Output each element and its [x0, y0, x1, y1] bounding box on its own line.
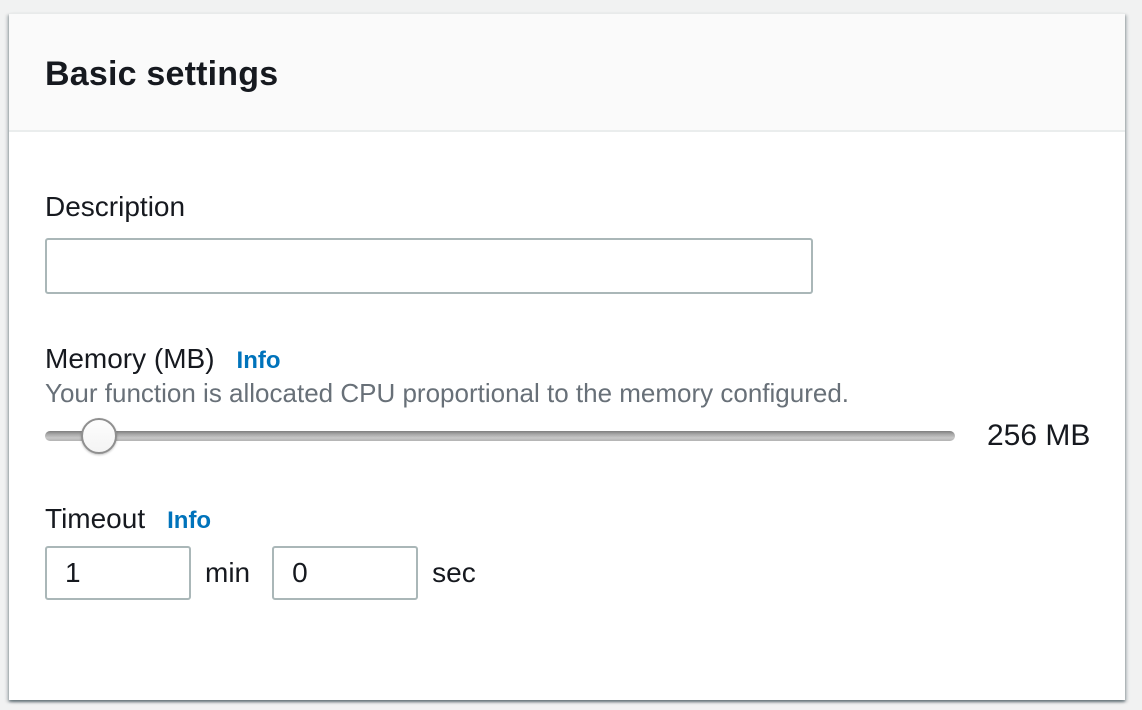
- memory-slider-track[interactable]: [45, 431, 955, 441]
- memory-label-row: Memory (MB) Info: [45, 342, 1089, 376]
- description-input[interactable]: [45, 238, 813, 294]
- timeout-seconds-unit: sec: [432, 557, 476, 588]
- memory-info-link[interactable]: Info: [236, 347, 281, 374]
- timeout-label: Timeout: [45, 503, 146, 534]
- description-label: Description: [45, 191, 186, 222]
- basic-settings-panel: Basic settings Description Memory (MB) I…: [9, 13, 1125, 700]
- memory-slider[interactable]: [45, 412, 955, 460]
- memory-value-label: 256 MB: [987, 419, 1091, 452]
- timeout-inputs-row: min sec: [45, 546, 1089, 600]
- memory-label: Memory (MB): [45, 343, 215, 374]
- panel-header: Basic settings: [9, 14, 1125, 132]
- timeout-info-link[interactable]: Info: [167, 507, 212, 534]
- memory-slider-row: 256 MB: [45, 412, 1091, 460]
- description-field-group: Description: [45, 190, 1089, 294]
- timeout-minutes-unit: min: [205, 557, 251, 588]
- panel-body: Description Memory (MB) Info Your functi…: [9, 132, 1125, 600]
- memory-field-group: Memory (MB) Info Your function is alloca…: [45, 342, 1091, 460]
- timeout-label-row: Timeout Info: [45, 502, 1089, 536]
- timeout-minutes-input[interactable]: [45, 546, 191, 600]
- memory-slider-handle[interactable]: [81, 418, 117, 454]
- timeout-field-group: Timeout Info min sec: [45, 502, 1089, 600]
- memory-help-text: Your function is allocated CPU proportio…: [45, 378, 850, 408]
- timeout-seconds-input[interactable]: [272, 546, 419, 600]
- panel-title: Basic settings: [45, 55, 279, 93]
